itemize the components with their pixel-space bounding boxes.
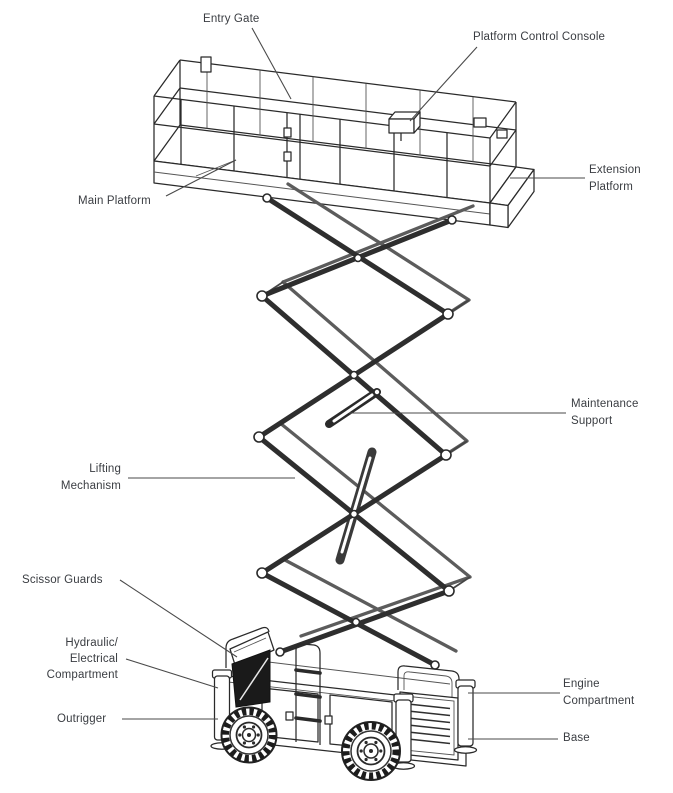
entry-gate-part (283, 114, 301, 180)
label-scissor-guards: Scissor Guards (22, 574, 103, 586)
label-maintenance-support: Maintenance Support (571, 398, 639, 427)
platform-control-console-part (388, 111, 421, 141)
leader-entry-gate (251, 27, 292, 100)
label-hydraulic-electrical-compartment: Hydraulic/ Electrical Compartment (46, 637, 118, 682)
leader-scissor-guards (119, 579, 238, 658)
wheel-left (220, 706, 278, 764)
outrigger-post-right (453, 679, 478, 754)
leader-platform-control-console (409, 46, 478, 122)
leader-hydraulic-electrical (125, 658, 219, 689)
label-outrigger: Outrigger (57, 713, 107, 725)
leader-lines (119, 27, 585, 740)
label-engine-compartment: Engine Compartment (563, 678, 635, 707)
label-extension-platform: Extension Platform (589, 164, 641, 193)
label-platform-control-console: Platform Control Console (473, 31, 606, 43)
label-lifting-mechanism: Lifting Mechanism (60, 463, 121, 492)
label-main-platform: Main Platform (78, 195, 151, 207)
label-entry-gate: Entry Gate (203, 13, 260, 25)
maintenance-support-part (325, 388, 381, 428)
leader-main-platform (165, 159, 237, 197)
base-assembly (210, 626, 478, 781)
extension-platform-part (489, 166, 535, 229)
lifting-mechanism-part (253, 182, 475, 670)
label-base: Base (563, 732, 590, 744)
ladder-part (294, 643, 322, 745)
hydraulic-electrical-compartment-part (225, 626, 275, 708)
platform-assembly (153, 56, 535, 229)
wheel-right (341, 721, 401, 781)
